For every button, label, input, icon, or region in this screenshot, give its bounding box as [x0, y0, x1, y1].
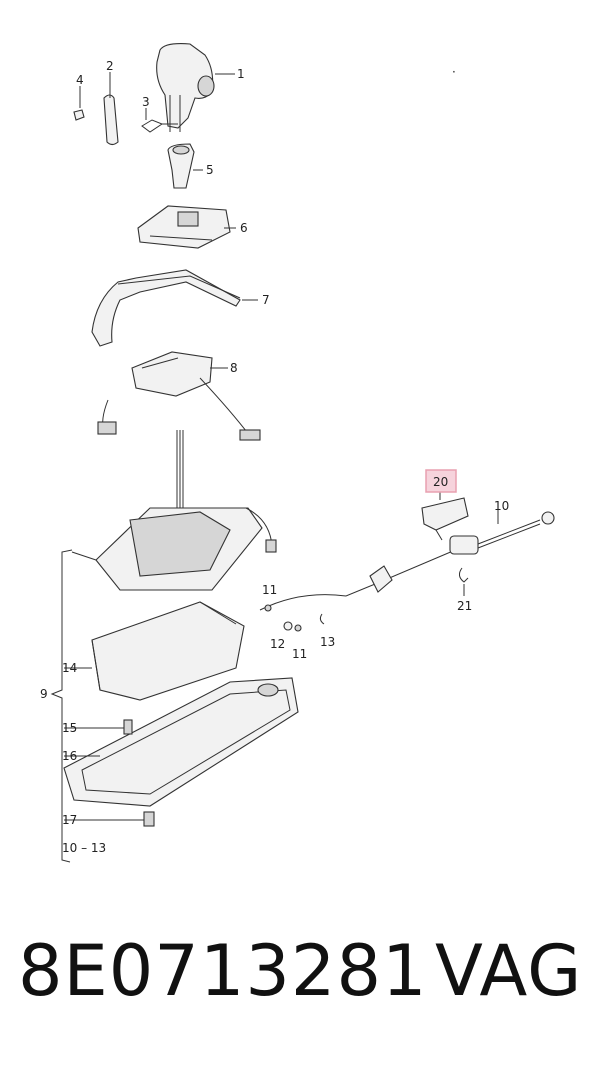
callout-20-highlight	[425, 469, 457, 493]
callout-6: 6	[240, 221, 248, 235]
callout-13: 13	[320, 635, 335, 649]
footer: 8E0713281 VAG	[0, 930, 600, 1050]
callout-7: 7	[262, 293, 270, 307]
brand-name: VAG	[435, 930, 583, 1012]
callout-12: 12	[270, 637, 285, 651]
callout-17: 17	[62, 813, 77, 827]
callout-20: 20	[433, 475, 448, 489]
callout-2: 2	[106, 59, 114, 73]
stray-dot: ·	[452, 65, 456, 79]
selector-housing	[97, 351, 261, 441]
assembly-bracket	[50, 549, 73, 863]
callout-1: 1	[237, 67, 245, 81]
callout-8: 8	[230, 361, 238, 375]
callout-11b: 11	[292, 647, 307, 661]
selector-cable	[259, 511, 555, 611]
callout-11a: 11	[262, 583, 277, 597]
bracket	[421, 497, 469, 541]
callout-21: 21	[457, 599, 472, 613]
fitting-11a	[264, 604, 272, 612]
part-number: 8E0713281	[18, 930, 428, 1012]
callout-3: 3	[142, 95, 150, 109]
clip	[141, 119, 164, 133]
callout-9: 9	[40, 687, 48, 701]
bolt-15	[123, 719, 133, 735]
shift-mechanism	[95, 507, 277, 591]
fitting-12	[283, 621, 293, 631]
fitting-11b	[294, 624, 302, 632]
callout-5: 5	[206, 163, 214, 177]
cap	[73, 109, 85, 121]
shift-knob	[156, 43, 215, 132]
mechanism-tray	[91, 601, 245, 701]
gate-cover	[137, 205, 231, 249]
clip-13	[319, 613, 325, 625]
exploded-parts-diagram: 1 2 3 4 5 6 7 8 9 10 11 11 12 13 14 15 1…	[40, 43, 555, 863]
callout-4: 4	[76, 73, 84, 87]
gasket	[63, 677, 299, 807]
circlip	[458, 567, 469, 583]
callout-14: 14	[62, 661, 77, 675]
callout-10: 10	[494, 499, 509, 513]
callout-15: 15	[62, 721, 77, 735]
callout-10-13: 10 – 13	[62, 841, 106, 855]
trim-strip	[103, 94, 119, 146]
shift-button	[167, 143, 195, 189]
bolt-17	[143, 811, 155, 827]
shift-gate-frame	[91, 269, 241, 347]
callout-16: 16	[62, 749, 77, 763]
